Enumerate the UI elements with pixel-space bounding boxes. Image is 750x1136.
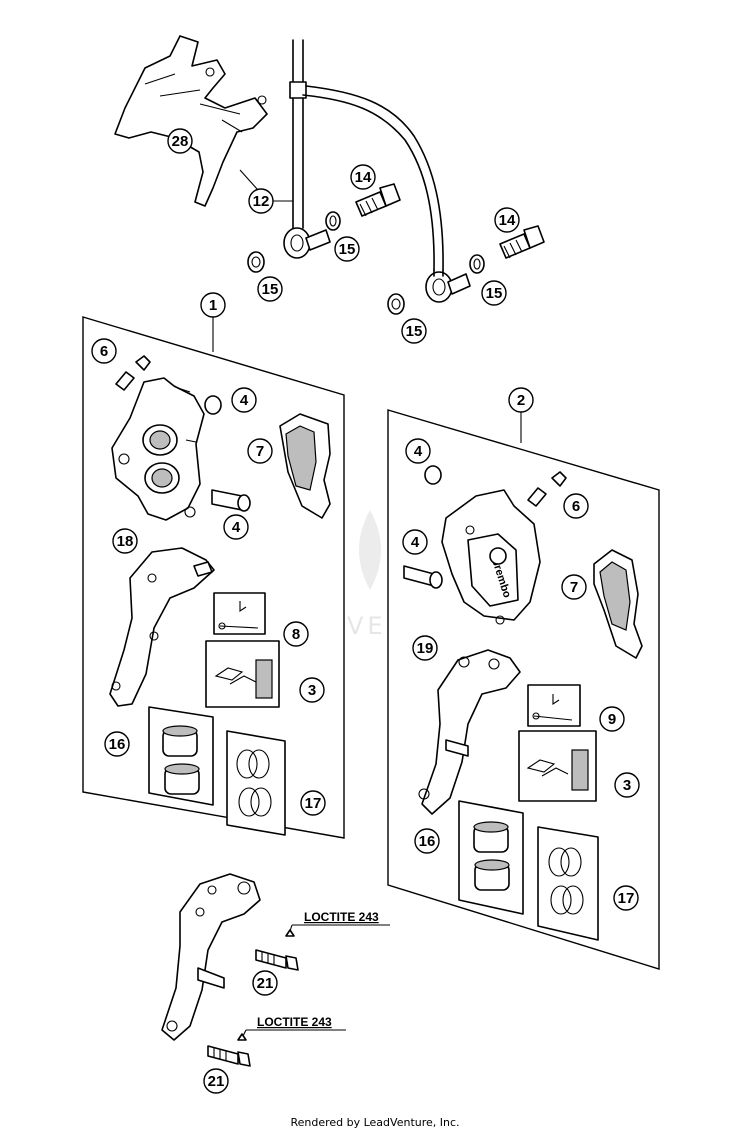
svg-text:7: 7 <box>570 579 578 596</box>
callout-6-right[interactable]: 6 <box>563 493 589 519</box>
piston-kit-16-left <box>148 706 214 806</box>
svg-text:7: 7 <box>256 443 264 460</box>
callout-4-right-top[interactable]: 4 <box>405 438 431 464</box>
svg-text:15: 15 <box>406 323 423 340</box>
svg-text:4: 4 <box>240 392 249 409</box>
bolt-21-lower <box>207 1045 251 1067</box>
callout-4-left-bottom[interactable]: 4 <box>223 514 249 540</box>
callout-4-left-top[interactable]: 4 <box>231 387 257 413</box>
caliper-support-lower <box>161 873 261 1041</box>
svg-text:4: 4 <box>411 534 420 551</box>
callout-12[interactable]: 12 <box>248 188 274 214</box>
svg-text:28: 28 <box>172 133 189 150</box>
callout-4-right-bottom[interactable]: 4 <box>402 529 428 555</box>
callout-15-a[interactable]: 15 <box>334 236 360 262</box>
callout-15-d[interactable]: 15 <box>401 318 427 344</box>
brake-line <box>283 39 471 303</box>
callout-8[interactable]: 8 <box>283 621 309 647</box>
callout-21-lower[interactable]: 21 <box>203 1068 229 1094</box>
svg-text:17: 17 <box>305 795 322 812</box>
svg-text:3: 3 <box>623 777 631 794</box>
svg-text:3: 3 <box>308 682 316 699</box>
pin-kit-8 <box>213 592 266 635</box>
callout-1[interactable]: 1 <box>200 292 226 318</box>
seal-kit-17-right <box>537 826 599 941</box>
svg-text:1: 1 <box>209 297 217 314</box>
callout-16-left[interactable]: 16 <box>104 731 130 757</box>
bleeder-valve-right <box>527 471 567 507</box>
callout-17-right[interactable]: 17 <box>613 885 639 911</box>
svg-text:19: 19 <box>417 640 434 657</box>
svg-text:15: 15 <box>486 285 503 302</box>
svg-text:16: 16 <box>419 833 436 850</box>
svg-text:4: 4 <box>414 443 423 460</box>
svg-text:14: 14 <box>355 169 372 186</box>
footer-credit: Rendered by LeadVenture, Inc. <box>290 1116 459 1129</box>
svg-text:8: 8 <box>292 626 300 643</box>
callout-14-right[interactable]: 14 <box>494 207 520 233</box>
callout-21-upper[interactable]: 21 <box>252 970 278 996</box>
pin-left <box>204 395 251 512</box>
brake-line-bracket <box>114 35 268 207</box>
loctite-label-b: LOCTITE 243 <box>257 1015 332 1029</box>
svg-text:17: 17 <box>618 890 635 907</box>
pad-clip-kit-3-left <box>205 640 280 708</box>
caliper-support-19 <box>418 649 521 815</box>
pad-clip-kit-3-right <box>518 730 597 802</box>
sealing-washers <box>247 211 485 315</box>
piston-kit-16-right <box>458 800 524 915</box>
callout-7-right[interactable]: 7 <box>561 574 587 600</box>
loctite-label-a: LOCTITE 243 <box>304 910 379 924</box>
brake-pad-right <box>593 549 643 659</box>
callout-15-b[interactable]: 15 <box>257 276 283 302</box>
callout-16-right[interactable]: 16 <box>414 828 440 854</box>
svg-text:15: 15 <box>262 281 279 298</box>
svg-text:12: 12 <box>253 193 270 210</box>
callout-3-left[interactable]: 3 <box>299 677 325 703</box>
svg-text:21: 21 <box>208 1073 225 1090</box>
leader-12 <box>239 169 293 202</box>
brake-caliper-right: brembo <box>441 489 541 625</box>
callout-17-left[interactable]: 17 <box>300 790 326 816</box>
pin-right <box>403 465 443 589</box>
pin-kit-9 <box>527 684 581 727</box>
bleeder-valve-left <box>115 355 151 391</box>
caliper-support-18 <box>109 547 215 707</box>
svg-text:14: 14 <box>499 212 516 229</box>
svg-text:9: 9 <box>608 711 616 728</box>
brake-caliper-left <box>111 377 205 521</box>
loctite-label-b-group: LOCTITE 243 <box>237 1015 346 1041</box>
banjo-bolts <box>355 183 545 259</box>
callout-3-right[interactable]: 3 <box>614 772 640 798</box>
svg-text:18: 18 <box>117 533 134 550</box>
svg-text:6: 6 <box>100 343 108 360</box>
callout-9[interactable]: 9 <box>599 706 625 732</box>
callout-19[interactable]: 19 <box>412 635 438 661</box>
callout-7-left[interactable]: 7 <box>247 438 273 464</box>
svg-text:4: 4 <box>232 519 241 536</box>
callout-18[interactable]: 18 <box>112 528 138 554</box>
callout-14-left[interactable]: 14 <box>350 164 376 190</box>
svg-text:21: 21 <box>257 975 274 992</box>
loctite-label-a-group: LOCTITE 243 <box>285 910 390 937</box>
callout-2[interactable]: 2 <box>508 387 534 413</box>
callout-15-c[interactable]: 15 <box>481 280 507 306</box>
svg-text:16: 16 <box>109 736 126 753</box>
brake-pad-left <box>279 413 331 519</box>
seal-kit-17-left <box>226 730 286 836</box>
callout-6-left[interactable]: 6 <box>91 338 117 364</box>
svg-text:6: 6 <box>572 498 580 515</box>
bolt-21-upper <box>255 949 299 971</box>
svg-text:2: 2 <box>517 392 525 409</box>
svg-text:15: 15 <box>339 241 356 258</box>
callout-28[interactable]: 28 <box>167 128 193 154</box>
